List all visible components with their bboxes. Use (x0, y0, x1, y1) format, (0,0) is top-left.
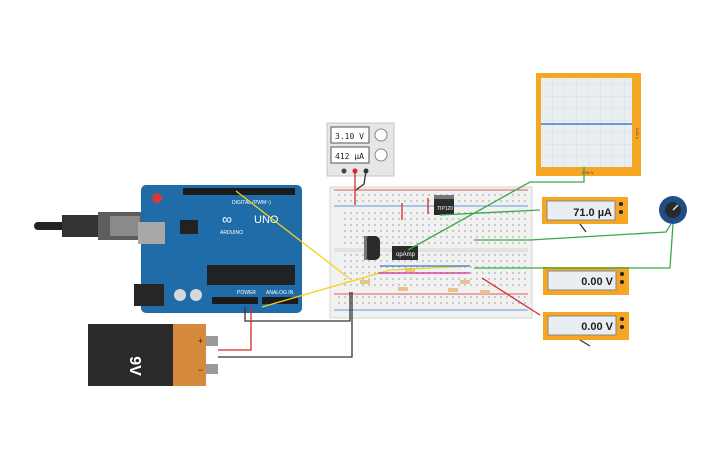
ammeter[interactable]: 71.0 µA (542, 197, 628, 224)
resistor[interactable] (448, 288, 458, 292)
wire-voltmeter-2-red[interactable] (481, 277, 541, 316)
voltmeter-2[interactable]: 0.00 V (543, 312, 629, 340)
resistors[interactable] (360, 268, 490, 294)
battery-plus-label: + (198, 336, 203, 346)
arduino-uno-label: UNO (254, 214, 279, 226)
resistor[interactable] (460, 280, 470, 284)
scope-side-label: 2.00 s (635, 128, 640, 139)
voltmeter-1[interactable]: 0.00 V (543, 267, 629, 295)
usb-port (138, 222, 165, 244)
battery-plus-terminal[interactable] (206, 336, 218, 346)
wire-pot[interactable] (474, 223, 672, 241)
potentiometer[interactable] (659, 196, 687, 224)
arduino-infinity-logo: ∞ (222, 211, 232, 227)
digital-header[interactable] (183, 188, 295, 195)
arduino-brand-label: ARDUINO (220, 230, 243, 236)
voltmeter-lead[interactable] (579, 339, 591, 347)
power-jack (134, 284, 164, 306)
usb-chip (180, 220, 198, 234)
ammeter-reading: 71.0 µA (573, 207, 612, 219)
resistor[interactable] (360, 280, 370, 284)
supply-current-readout: 412 µA (335, 152, 364, 161)
wire-yellow-analog[interactable] (261, 265, 471, 308)
breadboard[interactable] (329, 186, 533, 319)
wire-scope-probe[interactable] (407, 167, 585, 251)
wire-voltmeter-1[interactable] (474, 223, 674, 269)
analog-pins-label: ANALOG IN (266, 290, 294, 296)
wire-arduino-ground[interactable] (244, 292, 351, 322)
battery-minus-terminal[interactable] (206, 364, 218, 374)
electrolytic-capacitor[interactable] (364, 236, 380, 260)
usb-cable[interactable] (34, 212, 142, 240)
power-header[interactable] (212, 297, 258, 304)
resistor[interactable] (480, 290, 490, 294)
atmega-chip (207, 265, 295, 285)
voltmeter-1-reading: 0.00 V (581, 276, 613, 288)
opamp-label: opAmp (396, 252, 416, 258)
capacitor-left (174, 289, 186, 301)
wire-battery-positive[interactable] (218, 307, 252, 351)
battery-9v[interactable]: 9V + − (88, 324, 218, 386)
battery-label: 9V (126, 356, 143, 376)
opamp-ic[interactable]: opAmp (392, 246, 418, 260)
resistor[interactable] (405, 268, 415, 272)
current-knob[interactable] (374, 148, 388, 162)
power-pins-label: POWER (237, 290, 256, 296)
arduino-uno-board[interactable]: ∞ UNO ARDUINO DIGITAL (PWM~) POWER ANALO… (134, 185, 302, 313)
voltage-knob[interactable] (374, 128, 388, 142)
battery-minus-label: − (198, 365, 203, 375)
voltmeter-2-reading: 0.00 V (581, 321, 613, 333)
tip120-transistor[interactable]: TIP120 (434, 195, 454, 215)
supply-ground-terminal[interactable] (341, 168, 347, 174)
wire-ammeter-in[interactable] (439, 209, 541, 216)
tip120-label: TIP120 (437, 206, 453, 212)
capacitor-right (190, 289, 202, 301)
reset-button[interactable] (152, 193, 162, 203)
ammeter-lead[interactable] (579, 223, 587, 233)
scope-bottom-label: 5.00 V (582, 170, 594, 175)
supply-voltage-readout: 3.10 V (335, 132, 364, 141)
oscilloscope[interactable]: 5.00 V 2.00 s (536, 73, 641, 176)
analog-header[interactable] (262, 297, 298, 304)
wire-yellow-digital[interactable] (235, 190, 351, 280)
wire-supply-ground[interactable] (355, 170, 367, 191)
wire-battery-negative[interactable] (218, 292, 353, 358)
power-supply[interactable]: 3.10 V 412 µA (326, 122, 395, 177)
resistor[interactable] (398, 287, 408, 291)
wires[interactable] (218, 167, 674, 358)
